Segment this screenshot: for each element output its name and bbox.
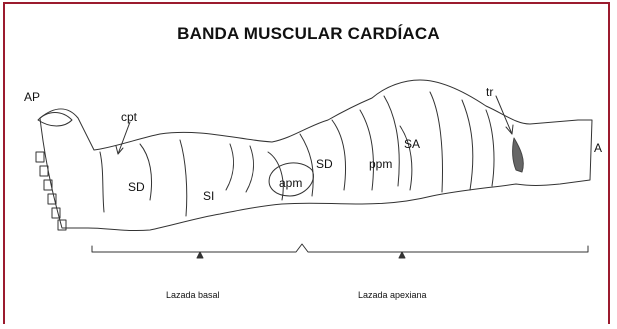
- label-a: A: [594, 141, 602, 155]
- label-sd-right: SD: [316, 157, 333, 171]
- muscle-band-outline: [40, 80, 592, 231]
- cpt-arrow: [118, 122, 130, 154]
- tr-mark: [513, 138, 524, 172]
- label-sa: SA: [404, 137, 420, 151]
- tr-arrowhead: [506, 125, 513, 134]
- brace-ticks: [197, 252, 405, 258]
- label-lazada-basal: Lazada basal: [166, 290, 220, 300]
- label-lazada-apexiana: Lazada apexiana: [358, 290, 427, 300]
- tr-arrow: [496, 96, 512, 134]
- label-sd-left: SD: [128, 180, 145, 194]
- label-si: SI: [203, 189, 214, 203]
- fold-lines: [100, 92, 494, 216]
- ap-opening: [38, 113, 72, 127]
- label-ppm: ppm: [369, 157, 392, 171]
- loops-brace: [92, 244, 588, 252]
- label-tr: tr: [486, 85, 493, 99]
- label-cpt: cpt: [121, 110, 138, 124]
- label-apm: apm: [279, 176, 302, 190]
- left-tabs: [36, 152, 66, 230]
- label-ap: AP: [24, 90, 40, 104]
